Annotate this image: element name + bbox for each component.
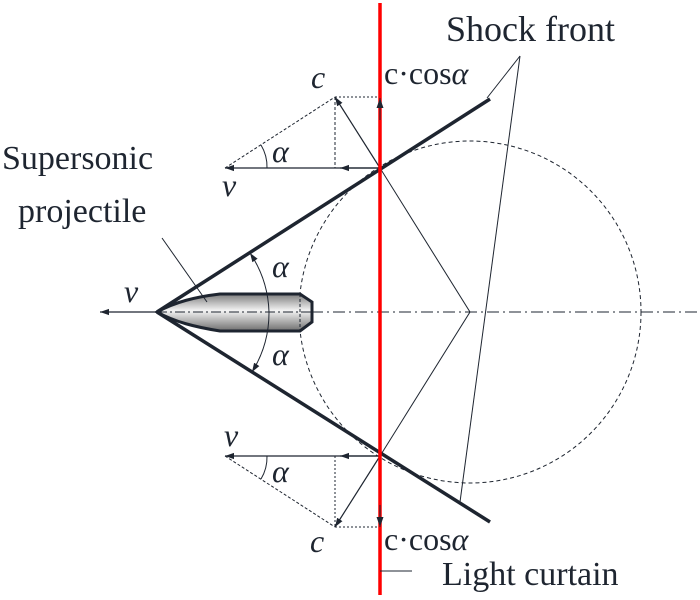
alpha-label-lower-vector: α [272,453,290,489]
radius-line-lower [379,311,471,457]
v-label-lower: v [224,417,239,453]
alpha-label-upper-projectile: α [272,248,290,284]
radius-line-upper [379,167,471,313]
supersonic-label: Supersonic [2,140,153,177]
shock-front-leader-1 [486,55,521,99]
alpha-label-lower-projectile: α [272,336,290,372]
v-label-upper: v [222,167,237,203]
alpha-arc-lower [251,311,270,373]
c-label-upper: c [311,59,325,95]
shock-front-label: Shock front [446,9,615,49]
alpha-arc-upper [249,252,270,313]
upper-vector-diagram [224,96,381,172]
shock-front-lower [156,310,491,524]
lower-vector-diagram [224,452,381,528]
ccos-label-lower: c·cosα [384,521,470,557]
projectile [153,292,314,333]
shock-front-upper [156,97,491,314]
light-curtain-label: Light curtain [442,556,619,593]
projectile-label: projectile [18,193,146,230]
ccos-label-upper: c·cosα [384,55,470,91]
v-label-main: v [124,273,139,309]
projectile-leader [161,237,208,303]
c-label-lower: c [310,523,324,559]
shock-front-leader-2 [459,55,521,503]
alpha-label-upper-vector: α [272,133,290,169]
